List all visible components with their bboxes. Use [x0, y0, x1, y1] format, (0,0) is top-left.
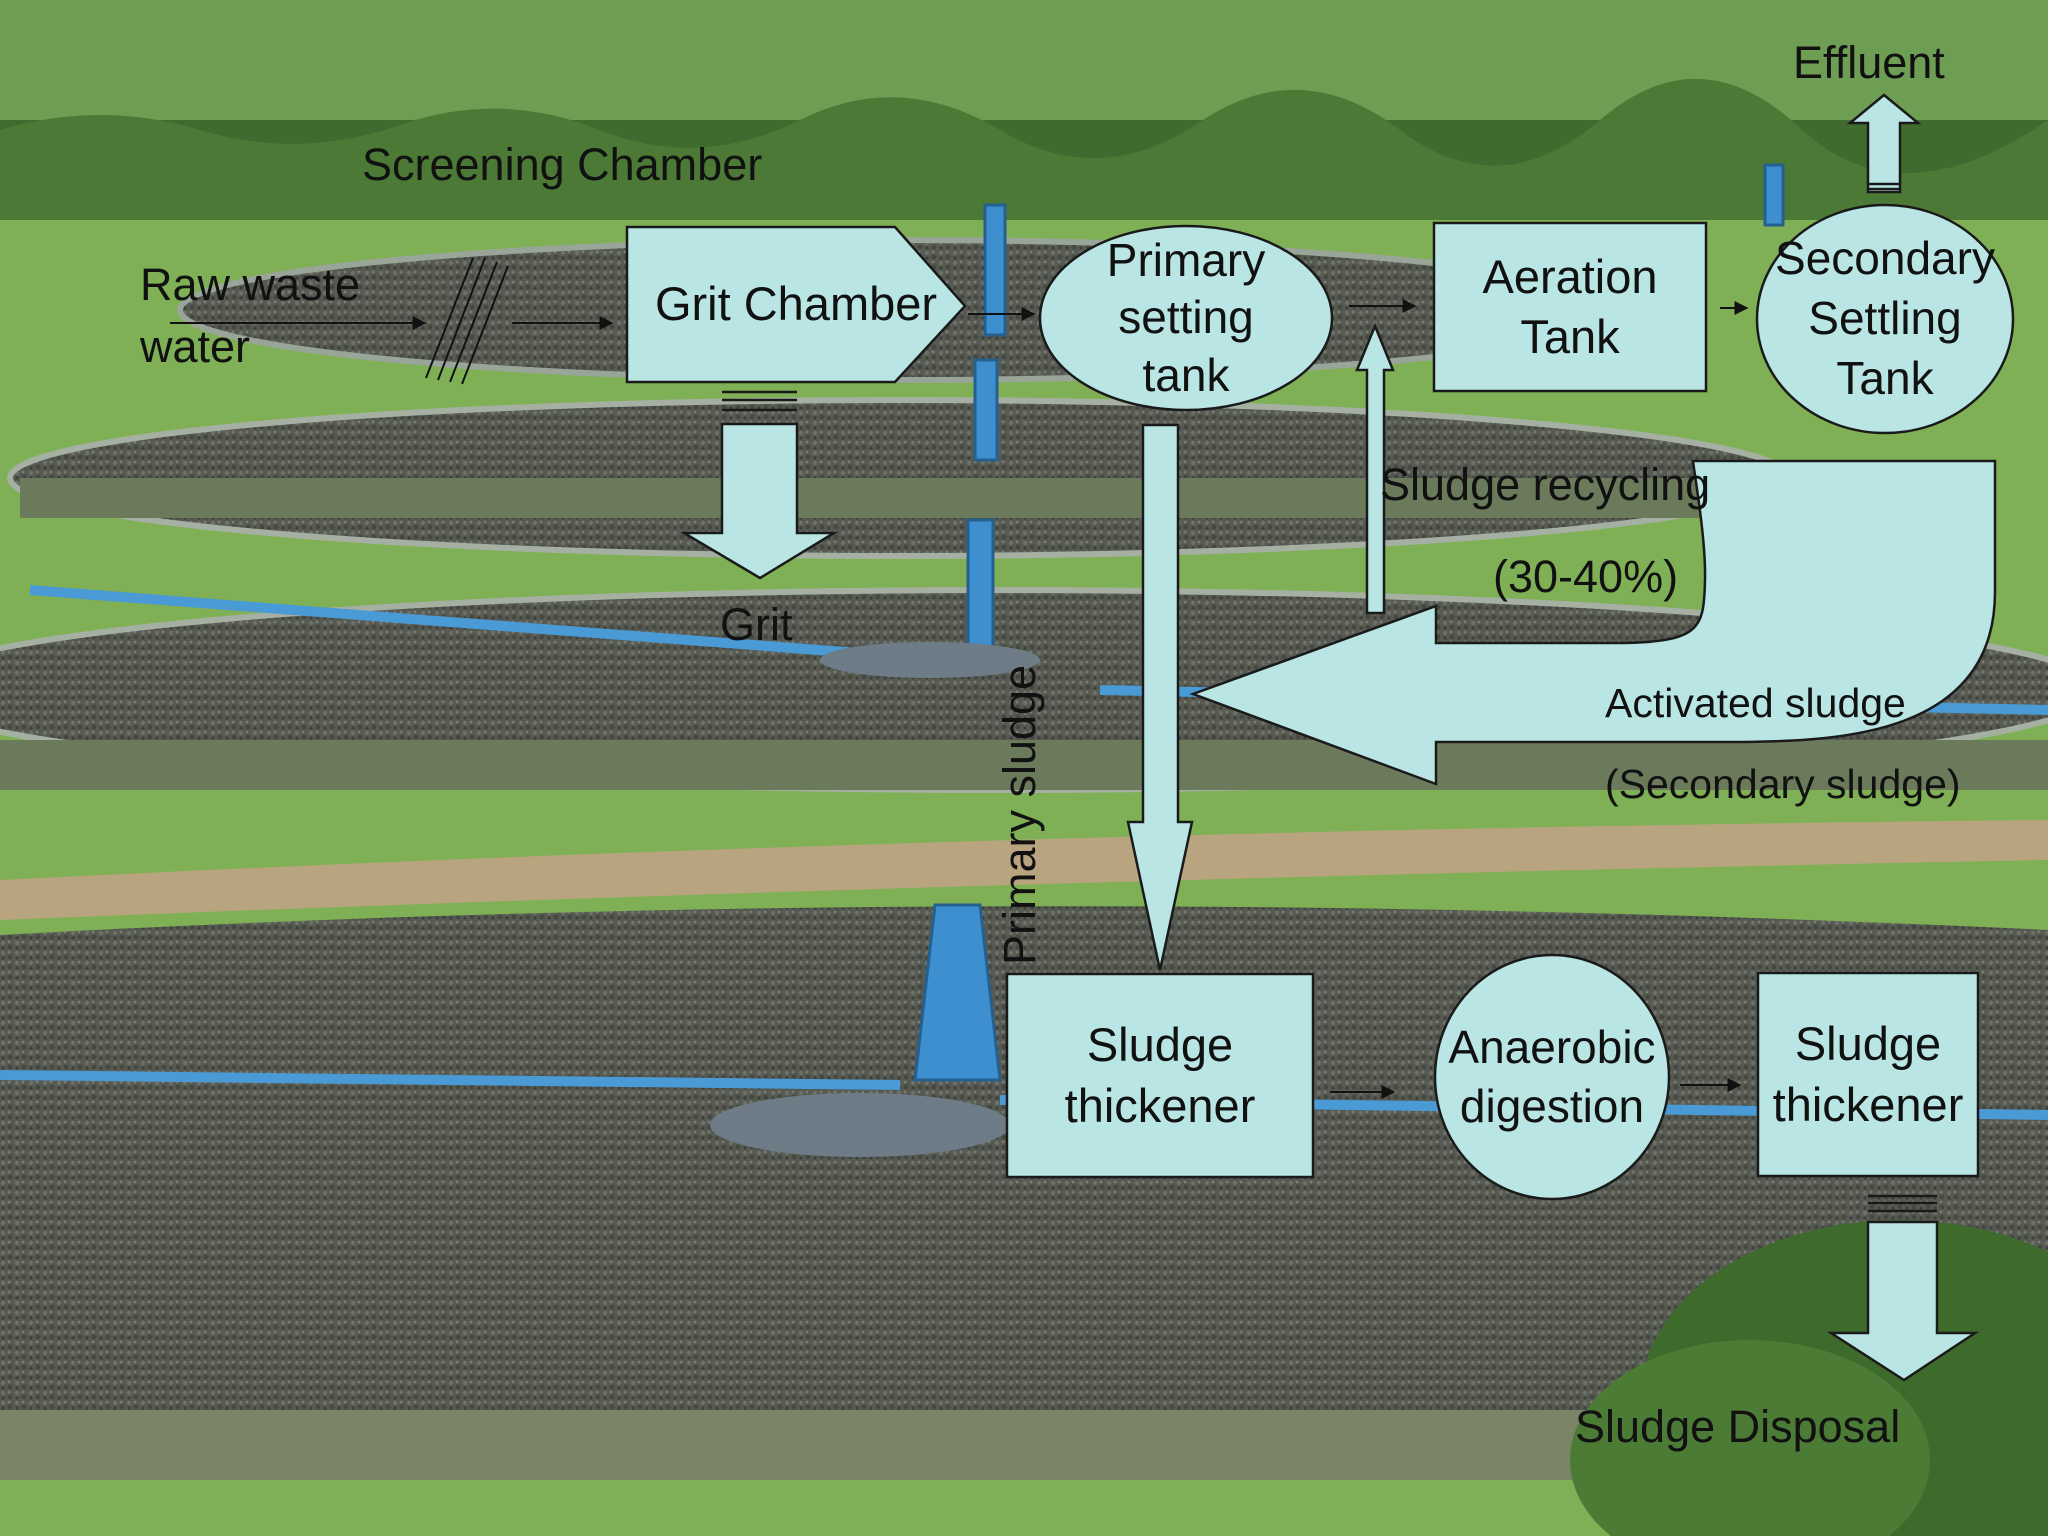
- sludge-disposal-arrow: [1826, 1220, 1980, 1382]
- primary-sludge-arrow: [1126, 423, 1194, 971]
- grit-arrow: [679, 422, 839, 580]
- secondary-tank-line1: Secondary: [1775, 232, 1995, 285]
- grit-chamber-shape: [625, 225, 967, 384]
- sludge-disposal-label: Sludge Disposal: [1575, 1401, 1901, 1452]
- grit-label: Grit: [720, 599, 793, 650]
- raw-waste-water-label-line1: Raw waste: [140, 259, 361, 310]
- secondary-tank-shape: [1755, 203, 2015, 435]
- screening-chamber-label: Screening Chamber: [362, 139, 763, 190]
- anaerobic-digestion-shape: [1433, 953, 1671, 1201]
- recycling-percent-label: (30-40%): [1493, 551, 1679, 602]
- effluent-label: Effluent: [1793, 37, 1945, 88]
- raw-waste-water-label-line2: water: [140, 321, 251, 372]
- primary-sludge-label: Primary sludge: [994, 664, 1045, 965]
- sludge-thickener-2-line1: Sludge: [1794, 1017, 1942, 1071]
- sludge-recycling-arrow: [1355, 322, 1395, 615]
- primary-tank-line1: Primary: [1106, 234, 1266, 287]
- sludge-thickener-2-line2: thickener: [1772, 1077, 1964, 1131]
- aeration-tank-node: Aeration Tank: [1434, 223, 1706, 391]
- anaerobic-digestion-line1: Anaerobic: [1448, 1021, 1656, 1074]
- secondary-tank-node: Secondary Settling Tank: [1757, 205, 2013, 433]
- grit-chamber-node: Grit Chamber: [627, 227, 965, 382]
- node-shapes: [625, 93, 2015, 1382]
- activated-sludge-arrow: [1189, 459, 1997, 786]
- aeration-tank-shape: [1432, 221, 1708, 393]
- sludge-thickener-1-node: Sludge thickener: [1007, 974, 1313, 1177]
- primary-tank-shape: [1038, 224, 1334, 412]
- secondary-tank-line2: Settling: [1808, 292, 1962, 345]
- secondary-tank-line3: Tank: [1836, 351, 1934, 404]
- primary-tank-line2: setting: [1118, 291, 1254, 344]
- activated-sludge-label: Activated sludge: [1605, 680, 1906, 726]
- primary-tank-node: Primary setting tank: [1040, 226, 1332, 410]
- sludge-recycling-label: Sludge recycling: [1380, 459, 1711, 510]
- secondary-sludge-label: (Secondary sludge): [1605, 761, 1961, 807]
- aeration-tank-line1: Aeration: [1482, 249, 1658, 303]
- grit-chamber-label: Grit Chamber: [654, 277, 938, 331]
- primary-tank-line3: tank: [1142, 348, 1230, 401]
- anaerobic-digestion-line2: digestion: [1459, 1080, 1645, 1132]
- anaerobic-digestion-node: Anaerobic digestion: [1435, 955, 1669, 1199]
- sludge-thickener-1-line2: thickener: [1064, 1078, 1256, 1132]
- aeration-tank-line2: Tank: [1520, 310, 1620, 363]
- sludge-thickener-1-shape: [1005, 972, 1315, 1179]
- sludge-thickener-1-line1: Sludge: [1086, 1018, 1234, 1072]
- sludge-thickener-2-node: Sludge thickener: [1758, 973, 1978, 1176]
- sludge-thickener-2-shape: [1756, 971, 1980, 1178]
- effluent-arrow: [1846, 93, 1922, 194]
